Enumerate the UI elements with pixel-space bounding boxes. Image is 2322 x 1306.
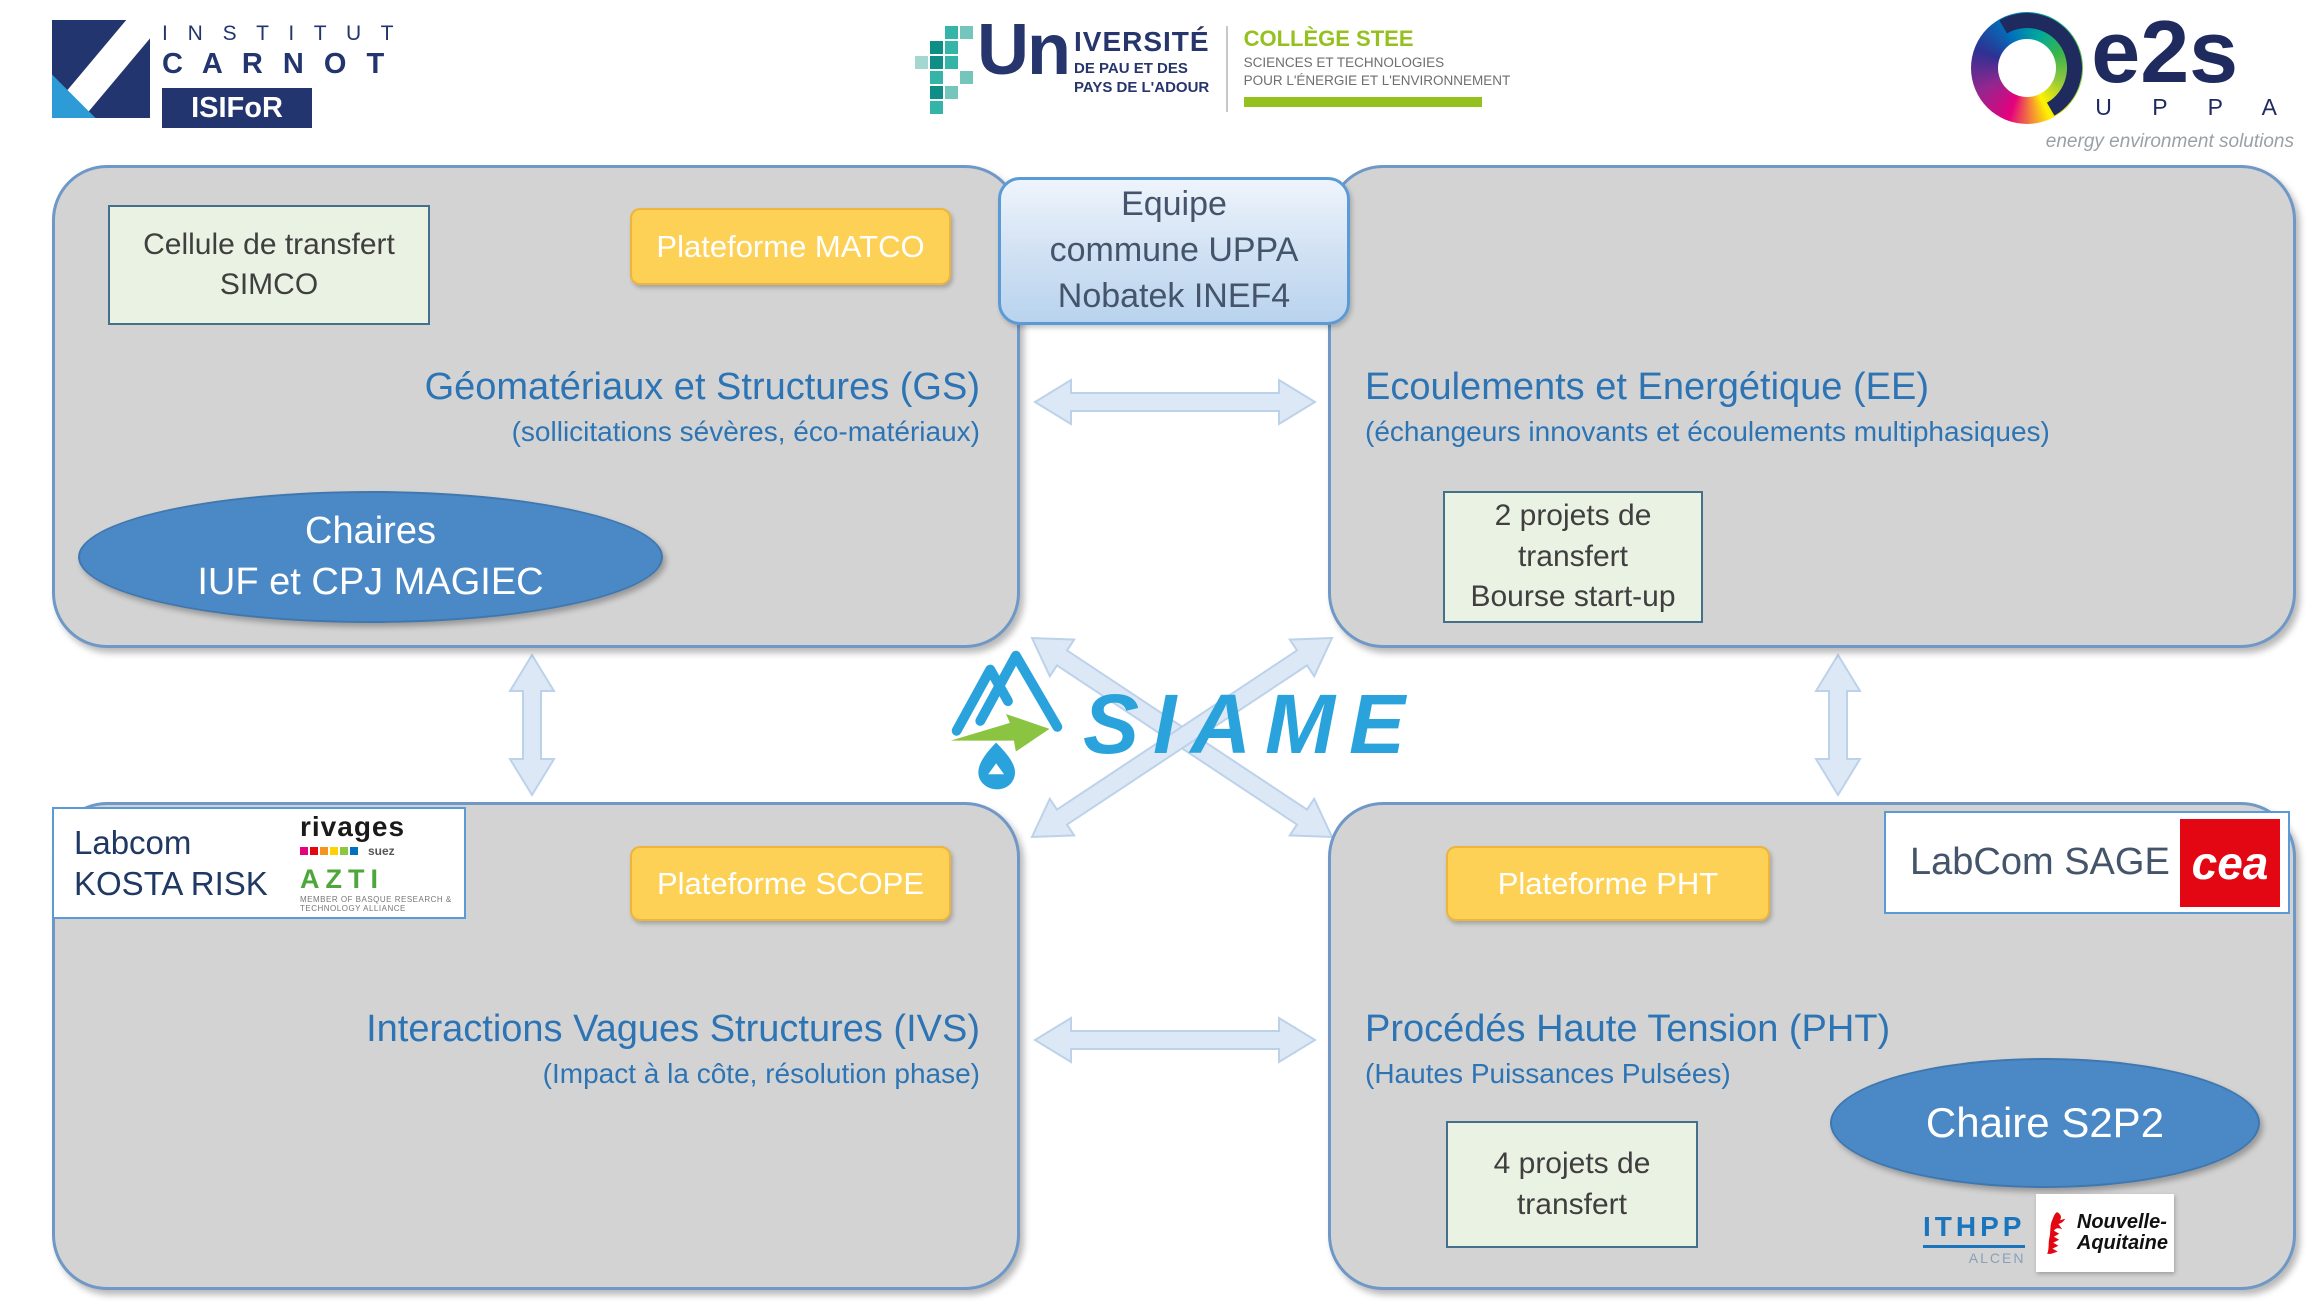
- institut-carnot-isifor-logo: I N S T I T U T C A R N O T ISIFoR: [52, 20, 400, 128]
- equipe-commune-uppa-nobatek-box: Equipe commune UPPA Nobatek INEF4: [998, 177, 1350, 325]
- quadrant-ecoulements-energetique: Ecoulements et Energétique (EE) (échange…: [1328, 165, 2296, 648]
- chaires-line2: IUF et CPJ MAGIEC: [197, 561, 544, 603]
- plateforme-pht-box: Plateforme PHT: [1446, 846, 1770, 921]
- cellule-transfert-simco-box: Cellule de transfert SIMCO: [108, 205, 430, 325]
- isifor-banner: ISIFoR: [162, 88, 312, 128]
- equipe-line1: Equipe: [1121, 185, 1227, 224]
- e2s-uppa-text: U P P A: [2095, 94, 2294, 121]
- ivs-subtitle: (Impact à la côte, résolution phase): [542, 1057, 980, 1089]
- pht-title: Procédés Haute Tension (PHT): [1365, 1008, 1891, 1050]
- pht-projets-transfert-box: 4 projets de transfert: [1446, 1121, 1698, 1248]
- college-stee-bar: [1243, 97, 1482, 107]
- carnot-carnot-text: C A R N O T: [162, 48, 391, 80]
- ivs-title: Interactions Vagues Structures (IVS): [366, 1008, 980, 1050]
- equipe-line3: Nobatek INEF4: [1057, 276, 1291, 315]
- pht-projets-line1: 4 projets de: [1493, 1147, 1651, 1180]
- pht-subtitle: (Hautes Puissances Pulsées): [1365, 1057, 1731, 1089]
- azti-tagline: MEMBER OF BASQUE RESEARCH & TECHNOLOGY A…: [300, 895, 452, 913]
- labcom-kosta-risk-box: Labcom KOSTA RISK rivages suez AZTI MEMB…: [52, 807, 466, 919]
- uppa-name-line1: IVERSITÉ: [1073, 26, 1210, 57]
- ithpp-alcen-logo: ITHPP ALCEN: [1923, 1211, 2026, 1266]
- gs-title: Géomatériaux et Structures (GS): [424, 366, 980, 408]
- carnot-logo-icon: [52, 20, 150, 118]
- arrow-gs-ivs: [508, 653, 556, 797]
- e2s-name: e2s: [2091, 1, 2239, 101]
- labcom-sage-box: LabCom SAGE cea: [1884, 811, 2290, 914]
- equipe-line2: commune UPPA: [1049, 231, 1299, 270]
- ee-projets-line1: 2 projets de: [1494, 499, 1652, 533]
- simco-line2: SIMCO: [219, 268, 319, 301]
- ee-projets-transfert-box: 2 projets de transfert Bourse start-up: [1443, 491, 1703, 623]
- labcom-line2: KOSTA RISK: [74, 865, 268, 902]
- college-stee-sub2: POUR L'ÉNERGIE ET L'ENVIRONNEMENT: [1243, 73, 1511, 88]
- region-nouvelle-aquitaine-logo: Nouvelle- Aquitaine: [2036, 1194, 2174, 1272]
- uppa-name-line3: PAYS DE L'ADOUR: [1073, 79, 1210, 96]
- siame-wordmark: SIAME: [1083, 676, 1420, 771]
- cea-logo: cea: [2180, 818, 2280, 907]
- pht-projets-line2: transfert: [1516, 1187, 1628, 1221]
- arrow-ivs-pht: [1033, 1016, 1317, 1064]
- labcom-line1: Labcom: [74, 823, 192, 861]
- ee-title: Ecoulements et Energétique (EE): [1365, 366, 1929, 408]
- uppa-mosaic-icon: [915, 26, 973, 114]
- e2s-ring-icon: [1959, 0, 2095, 136]
- azti-logo: AZTI MEMBER OF BASQUE RESEARCH & TECHNOL…: [300, 864, 452, 914]
- uppa-logo-divider: [1225, 26, 1228, 112]
- carnot-institut-text: I N S T I T U T: [162, 22, 401, 45]
- chaires-line1: Chaires: [305, 509, 436, 552]
- quadrant-procedes-haute-tension: Plateforme PHT LabCom SAGE cea Procédés …: [1328, 802, 2296, 1290]
- e2s-uppa-logo: e2s U P P A energy environment solutions: [1959, 0, 2294, 153]
- chaire-s2p2-ellipse: Chaire S2P2: [1830, 1058, 2260, 1188]
- arrow-ee-pht: [1814, 653, 1862, 797]
- universite-pau-logo: Un IVERSITÉ DE PAU ET DES PAYS DE L'ADOU…: [915, 10, 1511, 114]
- ee-projets-line3: Bourse start-up: [1470, 580, 1676, 614]
- gs-subtitle: (sollicitations sévères, éco-matériaux): [511, 415, 980, 447]
- rivages-logo: rivages suez: [300, 813, 452, 858]
- college-stee-sub1: SCIENCES ET TECHNOLOGIES: [1243, 55, 1445, 70]
- arrow-gs-ee: [1033, 378, 1317, 426]
- quadrant-interactions-vagues-structures: Labcom KOSTA RISK rivages suez AZTI MEMB…: [52, 802, 1020, 1290]
- uppa-name-line2: DE PAU ET DES: [1073, 60, 1188, 77]
- plateforme-scope-box: Plateforme SCOPE: [630, 846, 951, 921]
- ee-projets-line2: transfert: [1517, 539, 1629, 573]
- labcom-sage-text: LabCom SAGE: [1910, 841, 2170, 883]
- chaires-iuf-cpj-ellipse: Chaires IUF et CPJ MAGIEC: [78, 491, 663, 623]
- rivages-color-strip: suez: [300, 844, 452, 858]
- siame-logo: SIAME: [945, 636, 1419, 794]
- quadrant-geomateriaux-structures: Cellule de transfert SIMCO Plateforme MA…: [52, 165, 1020, 648]
- e2s-tagline: energy environment solutions: [2045, 131, 2294, 152]
- nouvelle-aquitaine-lion-icon: [2047, 1212, 2066, 1254]
- simco-line1: Cellule de transfert: [143, 227, 395, 261]
- plateforme-matco-box: Plateforme MATCO: [630, 208, 951, 285]
- college-stee-title: COLLÈGE STEE: [1243, 26, 1414, 51]
- uppa-un-mark: Un: [977, 10, 1071, 90]
- siame-mountain-droplet-icon: [950, 650, 1063, 790]
- ee-subtitle: (échangeurs innovants et écoulements mul…: [1365, 415, 2050, 447]
- suez-text: suez: [368, 844, 395, 858]
